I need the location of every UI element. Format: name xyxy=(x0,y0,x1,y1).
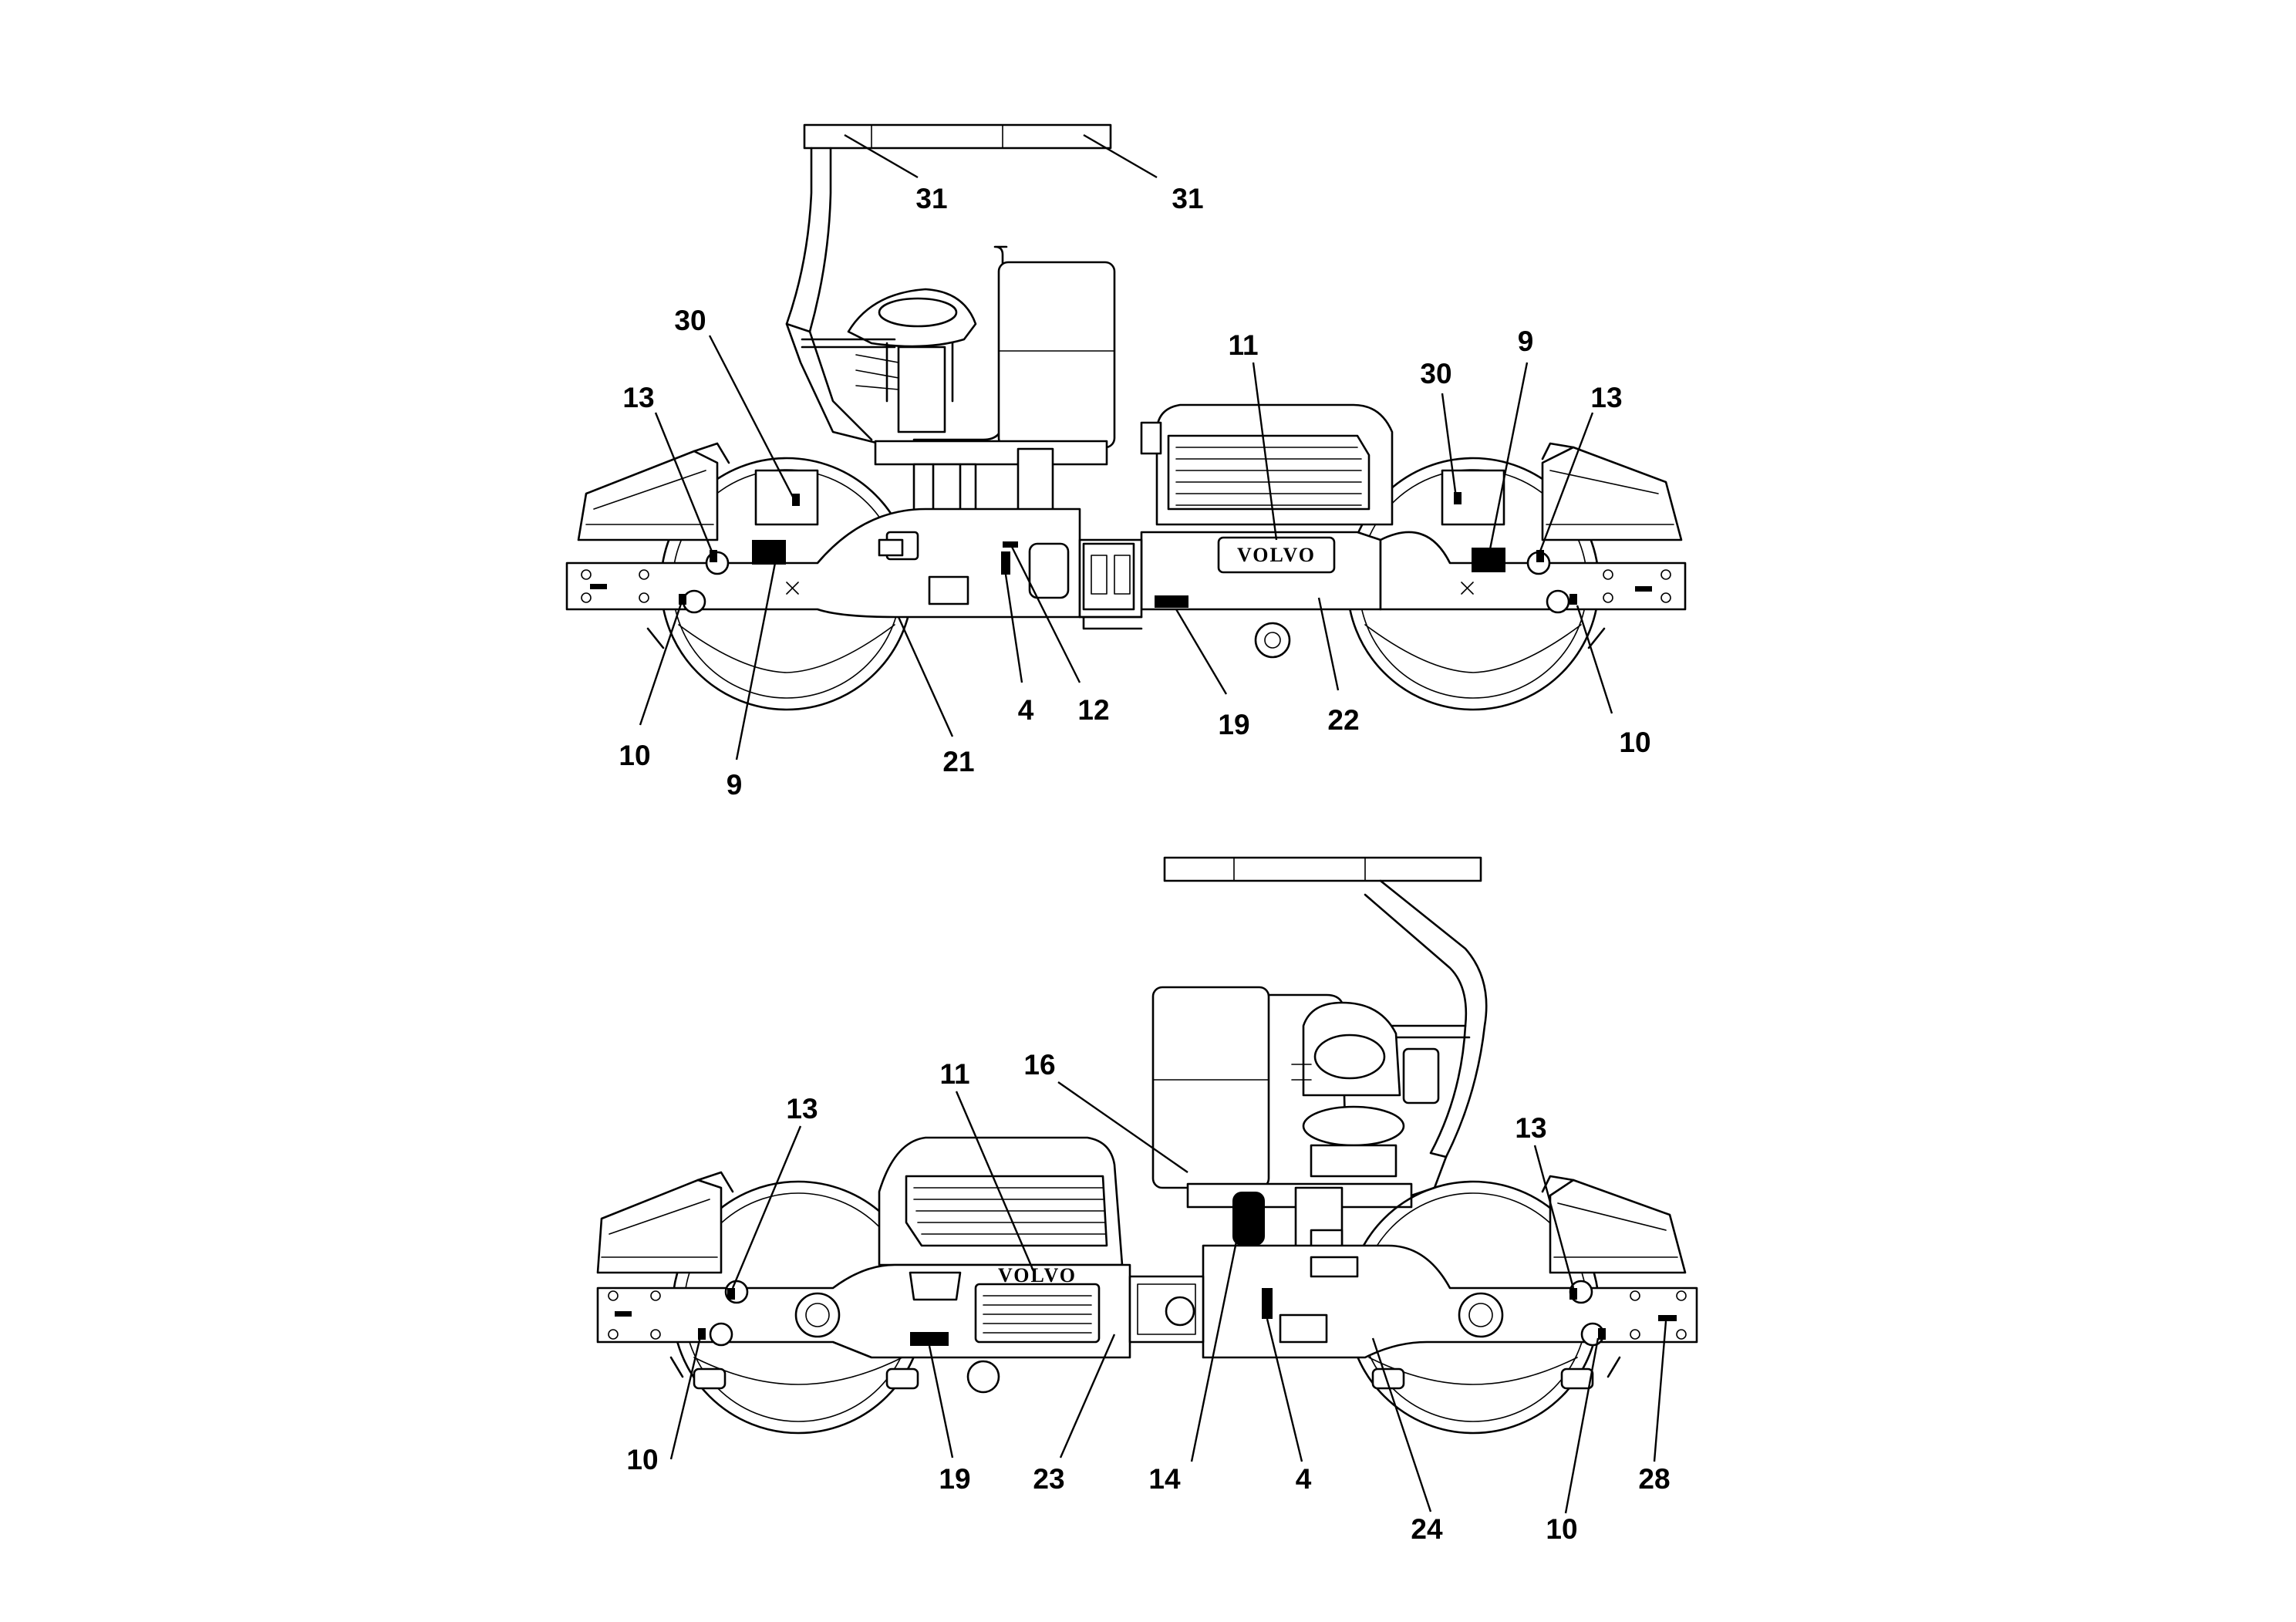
callout-11-lower: 11 xyxy=(939,1058,969,1090)
engine-hood-lower xyxy=(878,1136,1124,1266)
callout-11-upper: 11 xyxy=(1228,329,1258,361)
main-frame-lower: VOLVO xyxy=(596,1244,1698,1394)
leader-lines-upper xyxy=(639,133,1613,760)
callout-30-right: 30 xyxy=(1420,358,1451,389)
callout-30-left: 30 xyxy=(674,305,706,336)
volvo-logo-upper: VOLVO xyxy=(1237,544,1316,566)
engine-hood-upper xyxy=(1140,403,1394,526)
callout-4-upper: 4 xyxy=(1018,694,1034,726)
callout-24: 24 xyxy=(1411,1513,1443,1545)
callout-10-right-lower: 10 xyxy=(1546,1513,1577,1545)
volvo-logo-lower: VOLVO xyxy=(998,1264,1077,1286)
decals-upper xyxy=(590,492,1652,608)
callout-14: 14 xyxy=(1148,1463,1181,1495)
leader-lines-lower xyxy=(669,1081,1667,1514)
callout-9-right: 9 xyxy=(1518,325,1534,357)
callouts-lower: 13 11 16 13 10 19 23 14 4 24 10 28 xyxy=(626,1049,1670,1545)
callout-31-left: 31 xyxy=(915,183,947,214)
callout-10-left-upper: 10 xyxy=(619,740,650,771)
callout-13-right: 13 xyxy=(1590,382,1622,413)
callout-13-right-lower: 13 xyxy=(1515,1112,1546,1144)
upper-side-view: VOLVO xyxy=(565,123,1687,801)
callout-13-left: 13 xyxy=(622,382,654,413)
callout-4-lower: 4 xyxy=(1296,1463,1312,1495)
callout-22: 22 xyxy=(1327,704,1359,736)
callout-28: 28 xyxy=(1638,1463,1670,1495)
callout-31-right: 31 xyxy=(1172,183,1203,214)
decals-lower xyxy=(615,1192,1677,1346)
callout-10-left-lower: 10 xyxy=(626,1444,658,1475)
front-drum-upper xyxy=(577,442,914,711)
callout-10-right-upper: 10 xyxy=(1619,727,1650,758)
main-frame-upper: VOLVO xyxy=(565,508,1687,659)
callout-13-left-lower: 13 xyxy=(786,1093,818,1125)
rops-canopy-upper xyxy=(785,123,1116,541)
rops-canopy-lower xyxy=(1151,856,1488,1293)
callout-19-upper: 19 xyxy=(1218,709,1249,740)
callout-12: 12 xyxy=(1077,694,1109,726)
callout-23: 23 xyxy=(1033,1463,1064,1495)
callout-16: 16 xyxy=(1023,1049,1055,1081)
callouts-upper: 31 31 30 13 11 30 9 13 4 12 19 22 10 9 2… xyxy=(619,183,1650,801)
lower-side-view: VOLVO xyxy=(596,856,1698,1545)
callout-9-left: 9 xyxy=(727,769,743,801)
callout-21: 21 xyxy=(942,746,974,777)
rear-drum-upper xyxy=(1346,442,1683,711)
callout-19-lower: 19 xyxy=(939,1463,970,1495)
